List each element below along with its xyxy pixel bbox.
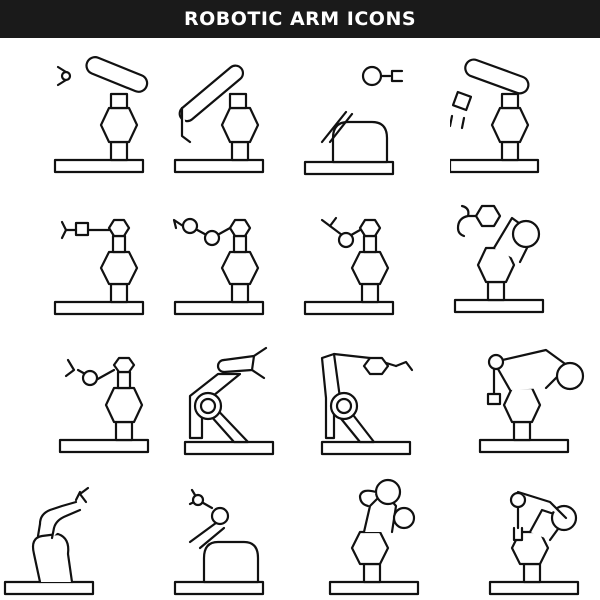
icon-grid [0, 38, 600, 600]
robotic-arm-icon-14 [150, 458, 300, 598]
robotic-arm-icon-12 [450, 318, 600, 458]
robotic-arm-icon-11 [300, 318, 450, 458]
page-title: ROBOTIC ARM ICONS [183, 8, 417, 30]
robotic-arm-icon-9 [0, 318, 150, 458]
robotic-arm-icon-2 [150, 38, 300, 178]
robotic-arm-icon-1 [0, 38, 150, 178]
title-banner: ROBOTIC ARM ICONS [0, 0, 600, 38]
robotic-arm-icon-7 [300, 178, 450, 318]
robotic-arm-icon-16 [450, 458, 600, 598]
robotic-arm-icon-10 [150, 318, 300, 458]
robotic-arm-icon-15 [300, 458, 450, 598]
robotic-arm-icon-4 [450, 38, 600, 178]
robotic-arm-icon-13 [0, 458, 150, 598]
robotic-arm-icon-8 [450, 178, 600, 318]
robotic-arm-icon-3 [300, 38, 450, 178]
robotic-arm-icon-5 [0, 178, 150, 318]
robotic-arm-icon-6 [150, 178, 300, 318]
